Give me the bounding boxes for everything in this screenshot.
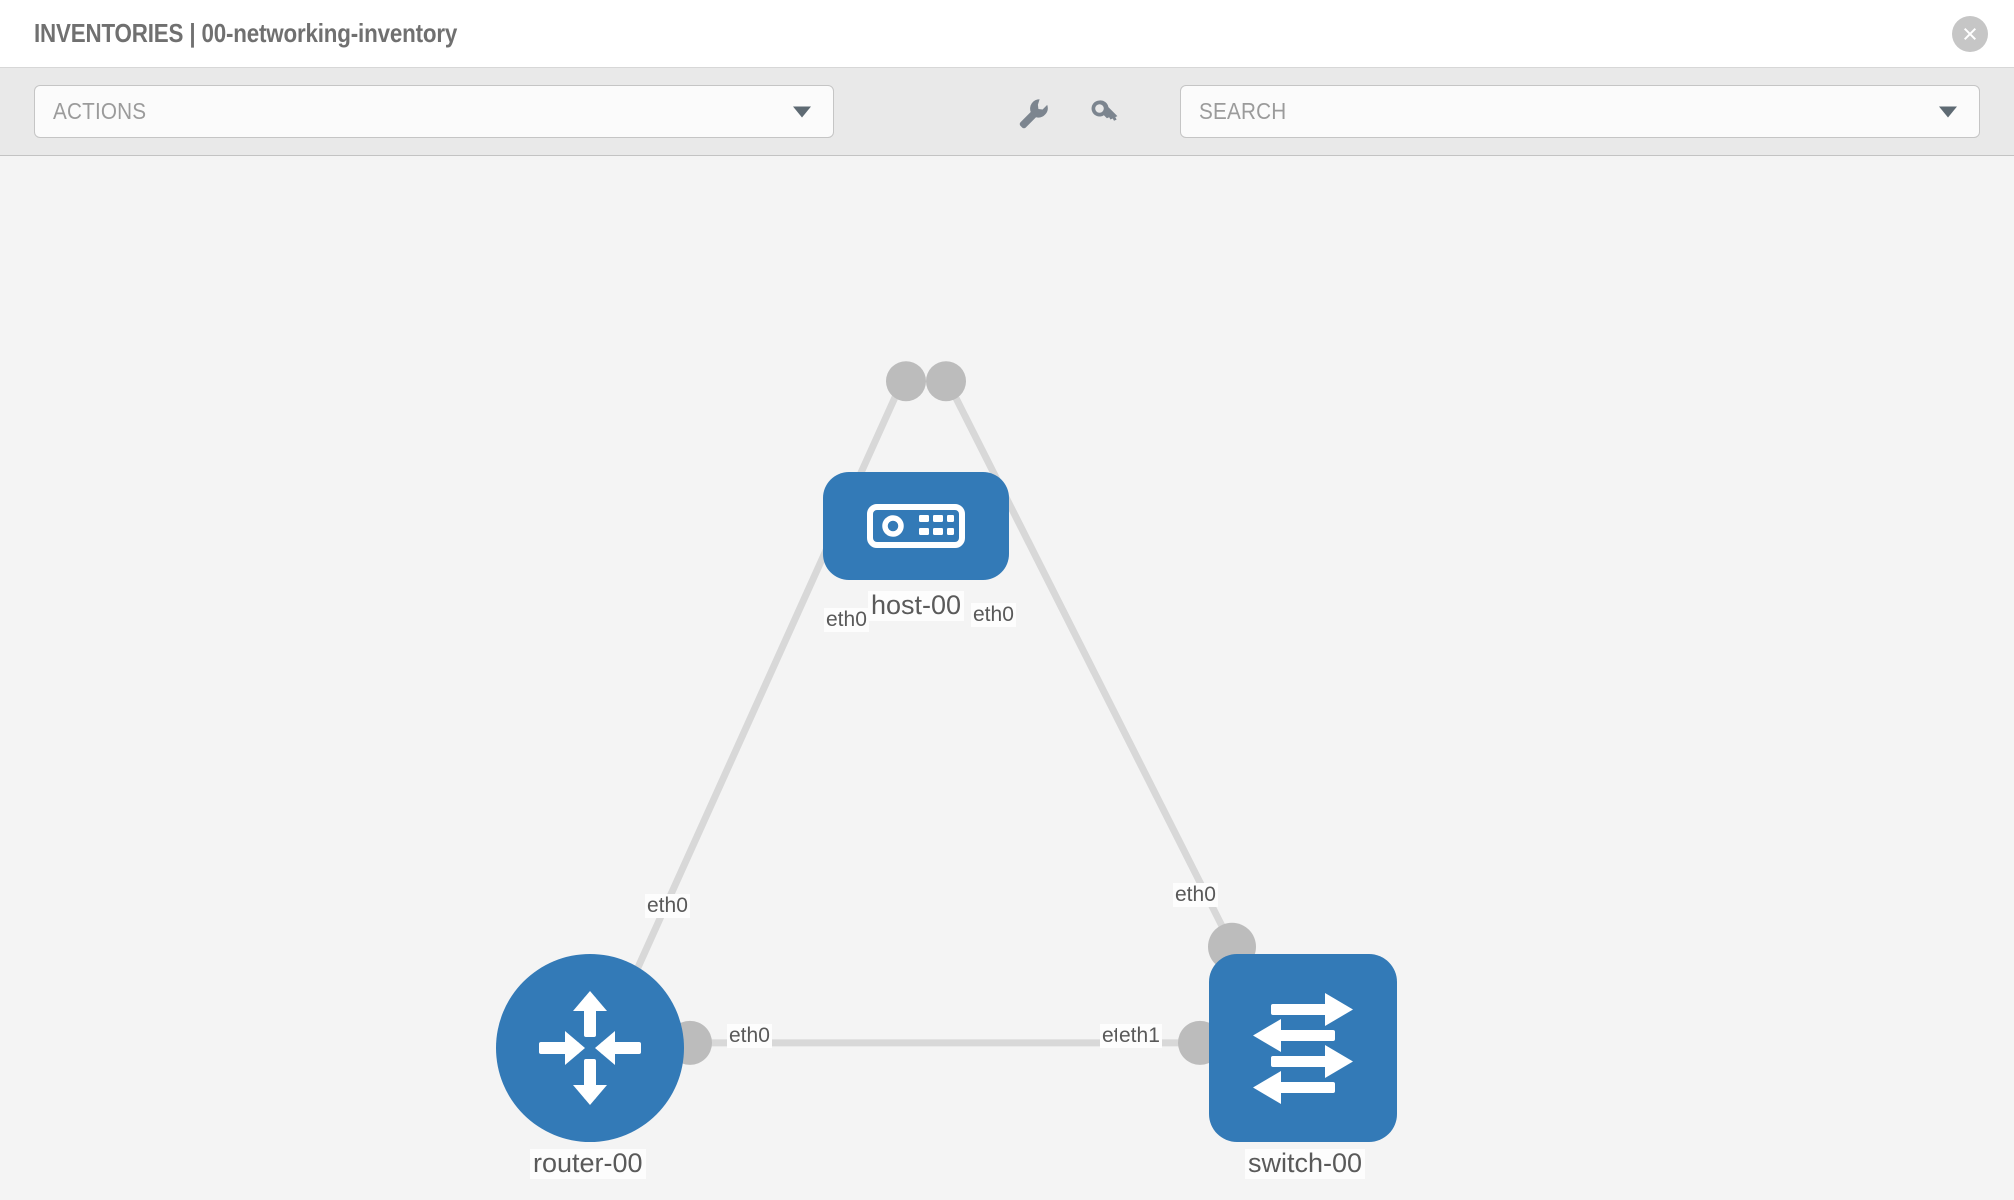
node-host-00[interactable]: [823, 472, 1009, 580]
wrench-icon[interactable]: [1010, 90, 1054, 134]
actions-dropdown[interactable]: ACTIONS: [34, 85, 834, 138]
host-node-shape: [823, 472, 1009, 580]
node-label-host-00: host-00: [868, 590, 965, 621]
page-header: INVENTORIES | 00-networking-inventory: [0, 0, 2014, 68]
connector-host-right: [926, 361, 966, 402]
search-input[interactable]: SEARCH: [1180, 85, 1980, 138]
server-device-icon: [867, 504, 965, 548]
toolbar: ACTIONS SEARCH: [0, 68, 2014, 156]
node-label-switch-00: switch-00: [1245, 1148, 1366, 1179]
edge-label-router-switch-near-switch: eth1: [1117, 1024, 1162, 1049]
topology-canvas[interactable]: host-00: [0, 156, 2014, 1200]
four-arrows-icon: [539, 991, 641, 1105]
node-label-router-00: router-00: [530, 1148, 646, 1179]
edge-label-host-switch-near-host: eth0: [971, 603, 1016, 628]
edge-label-host-switch-near-switch: eth0: [1173, 883, 1218, 908]
connector-host-left: [886, 361, 926, 402]
edge-label-router-switch-near-router: eth0: [727, 1024, 772, 1049]
toolbar-icon-group: [1010, 90, 1126, 134]
key-icon[interactable]: [1082, 90, 1126, 134]
topology-graph: [623, 361, 1256, 1065]
close-icon[interactable]: [1952, 15, 1988, 52]
switch-node-shape: [1209, 954, 1397, 1142]
node-router-00[interactable]: [496, 954, 684, 1142]
search-input-value: SEARCH: [1199, 98, 1287, 124]
router-node-shape: [496, 954, 684, 1142]
switch-arrows-icon: [1253, 993, 1353, 1104]
page-title: INVENTORIES | 00-networking-inventory: [34, 18, 458, 48]
actions-dropdown-label: ACTIONS: [53, 98, 147, 124]
chevron-down-icon: [1939, 106, 1957, 117]
chevron-down-icon: [793, 106, 811, 117]
node-switch-00[interactable]: [1209, 954, 1397, 1142]
edge-label-host-router-near-router: eth0: [645, 894, 690, 919]
edge-label-host-router-near-host: eth0: [824, 608, 869, 633]
